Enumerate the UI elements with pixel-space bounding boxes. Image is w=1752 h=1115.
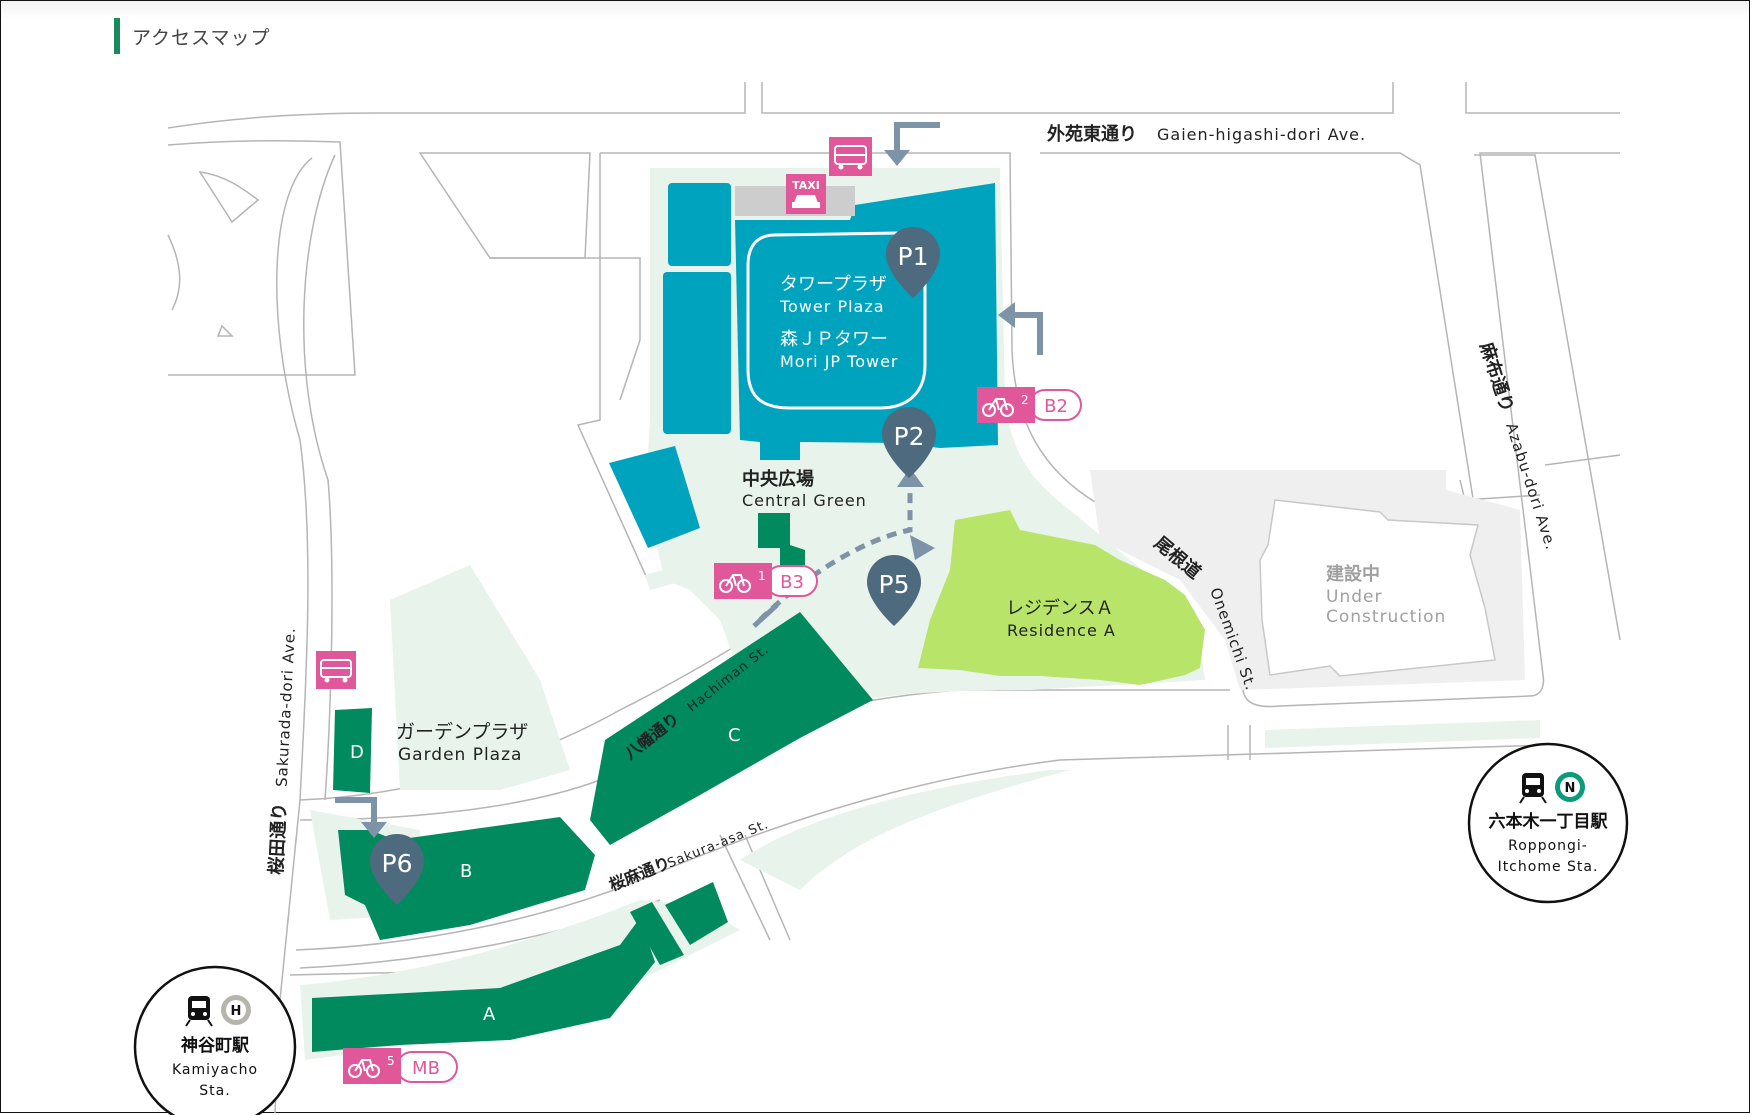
- residence-a-en: Residence A: [1007, 621, 1116, 640]
- residence-a-building: [918, 510, 1205, 685]
- bike-mb-number: 5: [387, 1054, 395, 1068]
- mori-tower-en: Mori JP Tower: [780, 352, 899, 371]
- bus-stop-top[interactable]: [829, 137, 872, 176]
- building-b-label: B: [460, 861, 472, 882]
- bike-b2-label: B2: [1044, 396, 1068, 417]
- taxi-label: TAXI: [792, 179, 820, 192]
- parking-p2-label: P2: [894, 422, 925, 451]
- bike-parking-b2[interactable]: 2 B2: [977, 387, 1082, 423]
- station-roppongi-itchome[interactable]: N 六本木一丁目駅 Roppongi- Itchome Sta.: [1467, 742, 1629, 904]
- bike-parking-b3[interactable]: 1 B3: [714, 563, 818, 599]
- entrance-arrow-right: [1015, 312, 1043, 355]
- parking-pins: P1 P2 P5 P6: [370, 227, 940, 905]
- building-a-label: A: [483, 1004, 496, 1025]
- mori-tower-jp: 森ＪＰタワー: [780, 329, 888, 350]
- place-labels: 中央広場 Central Green ガーデンプラザ Garden Plaza: [396, 468, 867, 765]
- taxi-icon: [794, 195, 818, 203]
- bicycle-icon: [348, 1059, 380, 1078]
- tower-plaza-jp: タワープラザ: [780, 274, 887, 295]
- central-green-en: Central Green: [742, 491, 867, 510]
- parking-p6-pin[interactable]: P6: [370, 834, 424, 905]
- station-kamiyacho[interactable]: H 神谷町駅 Kamiyacho Sta.: [133, 965, 297, 1115]
- tower-labels: タワープラザ Tower Plaza 森ＪＰタワー Mori JP Tower: [779, 274, 899, 371]
- parking-p5-label: P5: [879, 570, 910, 599]
- entrance-arrow-top: [894, 122, 940, 150]
- roppongi-station-jp: 六本木一丁目駅: [1489, 811, 1609, 832]
- garden-plaza-en: Garden Plaza: [398, 745, 522, 765]
- bike-mb-label: MB: [412, 1058, 440, 1079]
- construction-en1: Under: [1326, 587, 1382, 607]
- section-accent-bar: [114, 18, 120, 54]
- bike-b3-number: 1: [758, 569, 766, 583]
- entrance-arrows: [335, 122, 1043, 825]
- arrow-heads: [361, 150, 1015, 838]
- garden-plaza-jp: ガーデンプラザ: [396, 721, 528, 743]
- parking-p2-pin[interactable]: P2: [882, 407, 936, 478]
- train-icon: [185, 996, 213, 1027]
- kamiyacho-station-en1: Kamiyacho: [172, 1062, 258, 1078]
- roppongi-station-en2: Itchome Sta.: [1498, 859, 1599, 875]
- azabu-road-jp: 麻布通り: [1475, 339, 1518, 415]
- construction-en2: Construction: [1326, 607, 1446, 627]
- walkway-dashed-path: [758, 490, 913, 622]
- parking-p6-label: P6: [382, 849, 413, 878]
- gaien-road-en: Gaien-higashi-dori Ave.: [1157, 125, 1366, 144]
- central-green-jp: 中央広場: [742, 468, 814, 490]
- sakuraasa-road-jp: 桜麻通り: [606, 853, 672, 895]
- parking-p1-pin[interactable]: P1: [886, 227, 940, 298]
- gaien-road-jp: 外苑東通り: [1047, 123, 1137, 145]
- taxi-stand[interactable]: TAXI: [786, 174, 826, 214]
- train-icon: [1519, 773, 1547, 804]
- building-d-label: D: [350, 742, 364, 763]
- sakurada-road-jp: 桜田通り: [265, 802, 291, 875]
- bicycle-icon: [719, 574, 751, 593]
- bicycle-icon: [982, 398, 1014, 417]
- hibiya-line-letter: H: [231, 1004, 242, 1019]
- bike-b2-number: 2: [1021, 393, 1029, 407]
- construction-labels: 建設中 Under Construction: [1326, 563, 1446, 627]
- parking-p5-pin[interactable]: P5: [867, 555, 921, 626]
- bike-parking-mb[interactable]: 5 MB: [343, 1048, 458, 1084]
- walkway-start: [752, 603, 779, 628]
- kamiyacho-station-jp: 神谷町駅: [181, 1035, 250, 1056]
- building-letters: C B D A: [350, 725, 741, 1025]
- bike-b3-label: B3: [780, 572, 804, 593]
- roppongi-station-en1: Roppongi-: [1508, 838, 1588, 854]
- construction-jp: 建設中: [1326, 563, 1380, 585]
- tower-plaza-en: Tower Plaza: [779, 297, 885, 316]
- section-header: アクセスマップ: [114, 18, 270, 54]
- sakurada-road-en: Sakurada-dori Ave.: [273, 627, 299, 788]
- residence-a-jp: レジデンスＡ: [1006, 598, 1114, 619]
- namboku-line-letter: N: [1565, 781, 1576, 796]
- construction-building: [1259, 499, 1496, 677]
- bus-stop-left[interactable]: [316, 651, 356, 689]
- entrance-arrow-p6: [335, 797, 377, 825]
- parking-p1-label: P1: [898, 242, 929, 271]
- kamiyacho-station-en2: Sta.: [199, 1083, 230, 1099]
- building-c-label: C: [728, 725, 741, 746]
- section-title: アクセスマップ: [132, 26, 271, 49]
- top-shade: [1, 1, 1749, 19]
